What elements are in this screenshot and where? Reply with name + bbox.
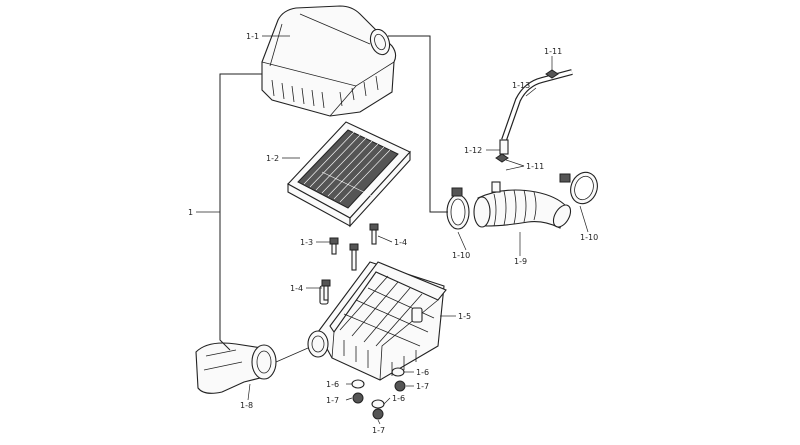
label-1-11-lower: 1-11 — [526, 162, 544, 171]
label-1-4-lower: 1-4 — [290, 284, 303, 293]
breather-tube-part — [495, 69, 573, 163]
label-1-2: 1-2 — [266, 154, 279, 163]
label-1-1: 1-1 — [246, 32, 259, 41]
upper-cover-part — [261, 5, 397, 117]
label-1-10-right: 1-10 — [580, 233, 598, 242]
label-1-12: 1-12 — [464, 146, 482, 155]
intake-duct-part — [195, 342, 277, 394]
label-1-4-upper: 1-4 — [394, 238, 407, 247]
filter-element-part — [287, 121, 411, 228]
label-1-7-right: 1-7 — [416, 382, 429, 391]
label-1-8: 1-8 — [240, 401, 253, 410]
label-1: 1 — [188, 208, 193, 217]
outlet-hose-part — [473, 181, 572, 229]
group-bracket-line — [219, 73, 262, 351]
label-1-10-left: 1-10 — [452, 251, 470, 260]
label-1-7-left: 1-7 — [326, 396, 339, 405]
grommet-set-part — [351, 367, 406, 420]
bolt-1-4-lower-part — [321, 279, 331, 301]
label-1-11-top: 1-11 — [544, 47, 562, 56]
lower-housing-part — [307, 261, 447, 381]
outlet-connection-line — [388, 35, 448, 213]
hose-clamp-left-part — [446, 187, 470, 230]
bolt-1-3-part — [329, 237, 339, 255]
label-1-6-left: 1-6 — [326, 380, 339, 389]
leader-lines — [247, 35, 589, 425]
bolt-1-4-upper-part — [369, 223, 379, 245]
label-1-13: 1-13 — [512, 81, 530, 90]
label-1-6-center: 1-6 — [392, 394, 405, 403]
label-1-3: 1-3 — [300, 238, 313, 247]
label-1-9: 1-9 — [514, 257, 527, 266]
label-1-7-bottom: 1-7 — [372, 426, 385, 435]
center-stud-part — [349, 243, 359, 271]
label-1-5: 1-5 — [458, 312, 471, 321]
hose-clamp-right-part — [559, 171, 598, 205]
label-1-6-right: 1-6 — [416, 368, 429, 377]
